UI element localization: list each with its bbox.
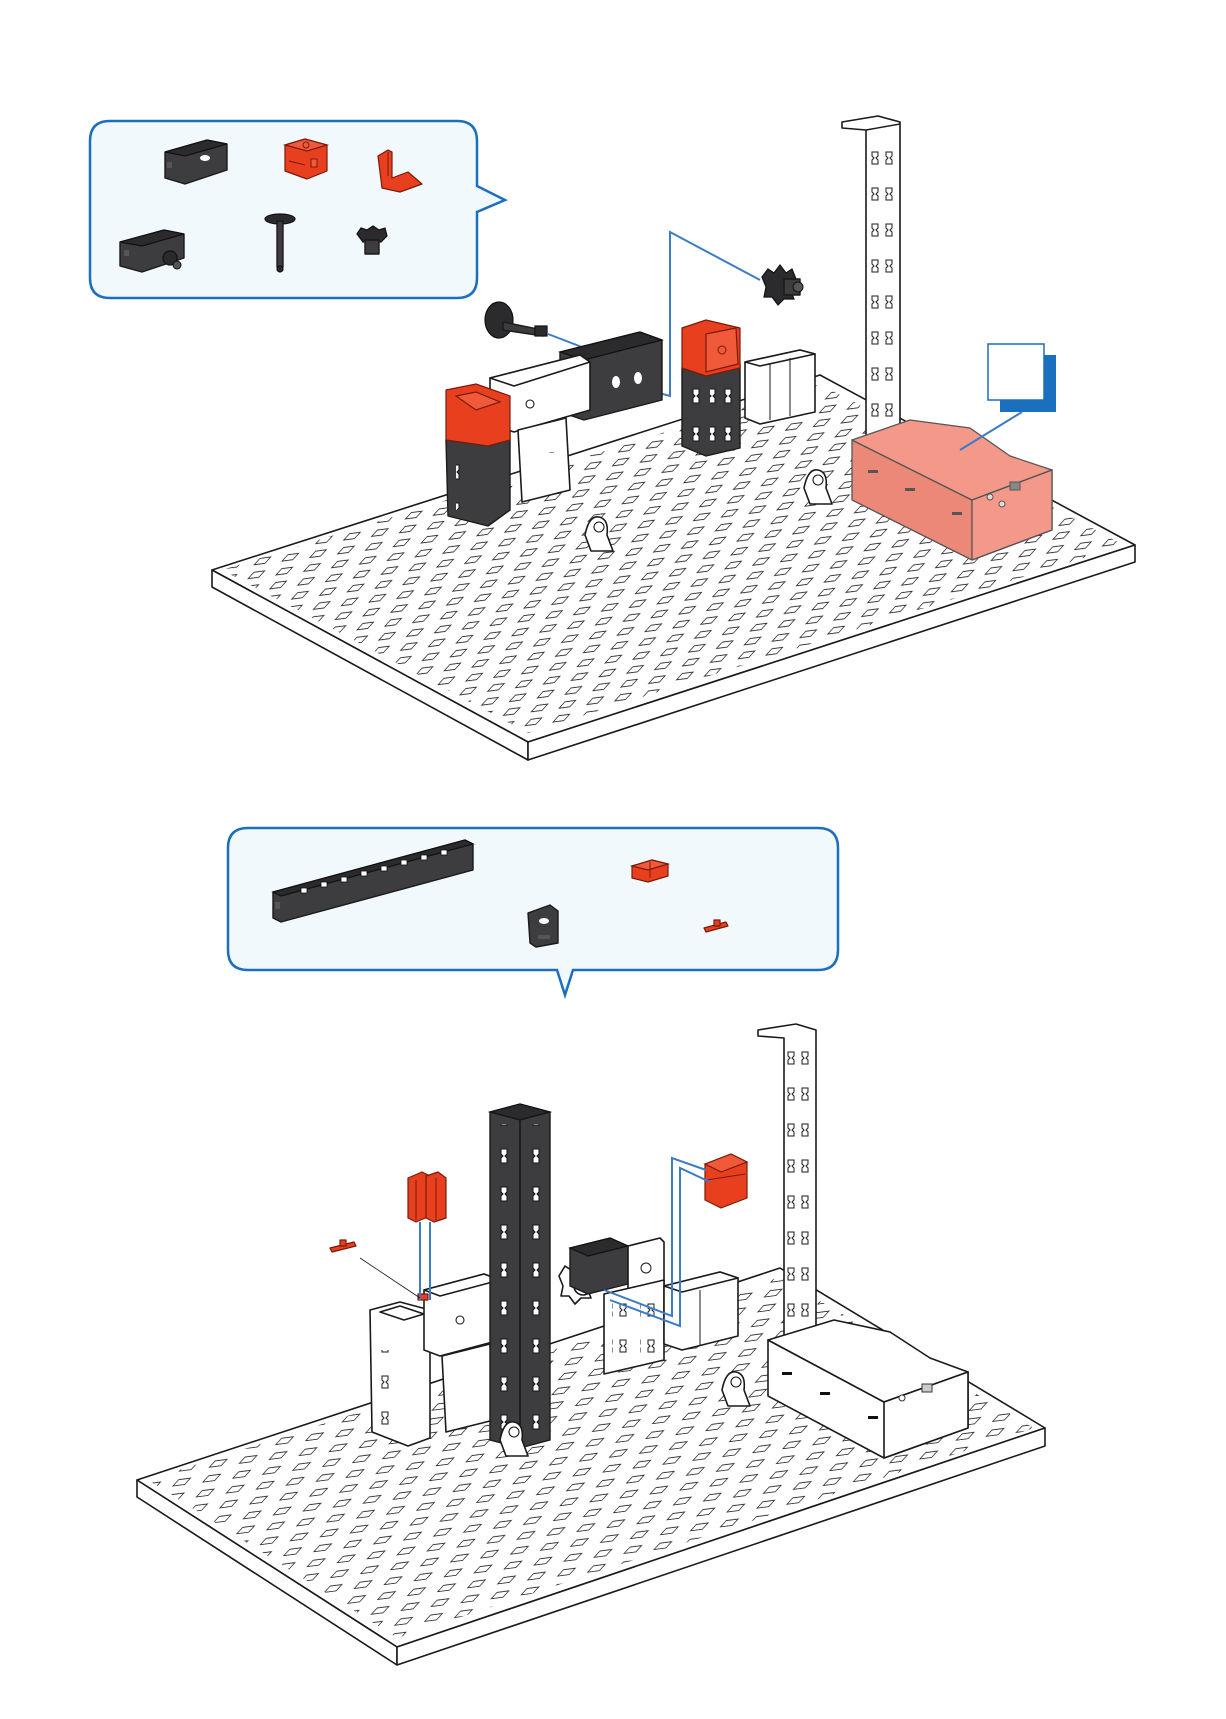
red-connector-peg-exploded [330, 1240, 356, 1252]
white-blocks-back-step-2 [664, 1272, 738, 1350]
red-block-exploded-left [408, 1172, 446, 1222]
gear-z10-exploded [762, 265, 803, 305]
callout-frame [988, 344, 1044, 400]
gear-axle-exploded [485, 302, 547, 338]
white-angle-block-step-2 [370, 1302, 430, 1446]
base-plate-step-1 [212, 375, 1135, 760]
guide-line-peg [360, 1258, 420, 1298]
parts-bubble-step-2 [228, 828, 838, 995]
part-red-block-with-bore [285, 139, 327, 179]
step-2 [137, 828, 1045, 1665]
white-blocks-back-step-1 [745, 350, 815, 424]
black-column-step-2 [490, 1104, 550, 1448]
parts-bubble-step-1 [90, 121, 505, 298]
red-block-tower-step-1 [682, 320, 740, 456]
step-1 [90, 116, 1135, 760]
red-block-exploded-right [705, 1154, 747, 1208]
base-plate-step-2 [137, 1268, 1045, 1665]
part-black-block-15 [528, 905, 558, 947]
angle-block-tower-step-1 [446, 384, 510, 526]
